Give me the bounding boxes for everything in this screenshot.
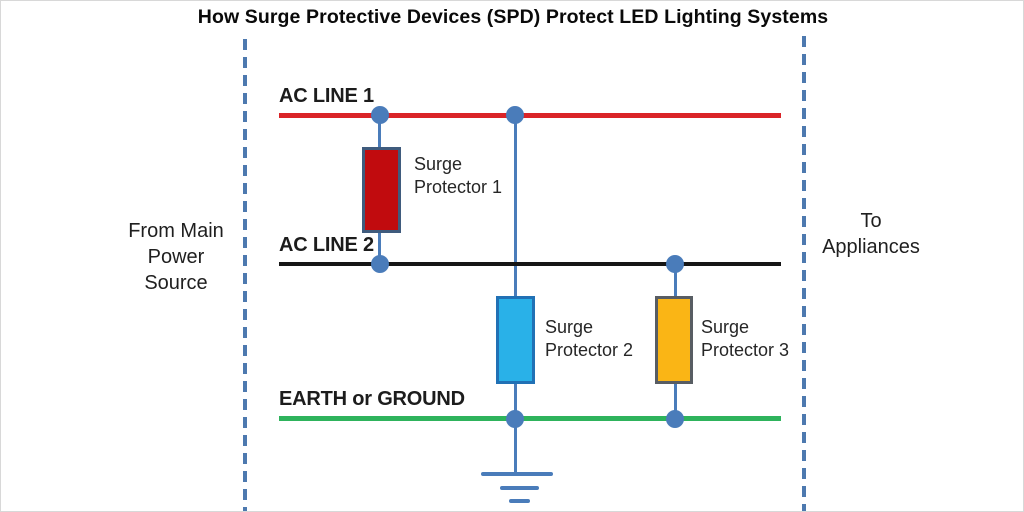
node-dot-ac2-sp1 — [371, 255, 389, 273]
to-label-line1: To — [860, 210, 882, 232]
node-dot-ac1-sp1 — [371, 106, 389, 124]
node-dot-ac1-sp2 — [506, 106, 524, 124]
from-label-line2: Power — [147, 246, 205, 268]
from-label-line3: Source — [144, 272, 208, 294]
sp1-label-line2: Protector 1 — [414, 177, 503, 197]
node-dot-earth-sp3 — [666, 410, 684, 428]
ground-symbol-bottom-bar — [509, 499, 530, 503]
surge-protector-2-label: Surge Protector 2 — [545, 316, 633, 362]
sp3-label-line1: Surge — [701, 317, 750, 337]
appliance-boundary-dashed-line — [802, 36, 806, 511]
sp2-label-line2: Protector 2 — [545, 340, 634, 360]
to-appliances-label: To Appliances — [809, 208, 933, 260]
earth-ground-label: EARTH or GROUND — [279, 388, 465, 410]
connector-wire-sp2 — [514, 115, 517, 474]
diagram-title: How Surge Protective Devices (SPD) Prote… — [197, 6, 829, 28]
surge-protector-2-body — [496, 296, 535, 384]
sp3-label-line2: Protector 3 — [701, 340, 790, 360]
sp1-label-line1: Surge — [414, 154, 463, 174]
node-dot-earth-sp2 — [506, 410, 524, 428]
surge-protector-3-body — [655, 296, 693, 384]
from-label-line1: From Main — [128, 220, 224, 242]
surge-protector-1-label: Surge Protector 1 — [414, 153, 502, 199]
node-dot-ac2-sp3 — [666, 255, 684, 273]
surge-protector-3-label: Surge Protector 3 — [701, 316, 789, 362]
sp2-label-line1: Surge — [545, 317, 594, 337]
ac-line-2-conductor — [279, 262, 781, 266]
from-main-power-source-label: From Main Power Source — [111, 218, 241, 296]
source-boundary-dashed-line — [243, 39, 247, 511]
ac-line-1-label: AC LINE 1 — [279, 85, 374, 107]
earth-ground-conductor — [279, 416, 781, 421]
to-label-line2: Appliances — [822, 236, 920, 258]
ground-symbol-middle-bar — [500, 486, 539, 490]
ac-line-2-label: AC LINE 2 — [279, 234, 374, 256]
ac-line-1-conductor — [279, 113, 781, 118]
surge-protector-1-body — [362, 147, 401, 233]
ground-symbol-top-bar — [481, 472, 553, 476]
